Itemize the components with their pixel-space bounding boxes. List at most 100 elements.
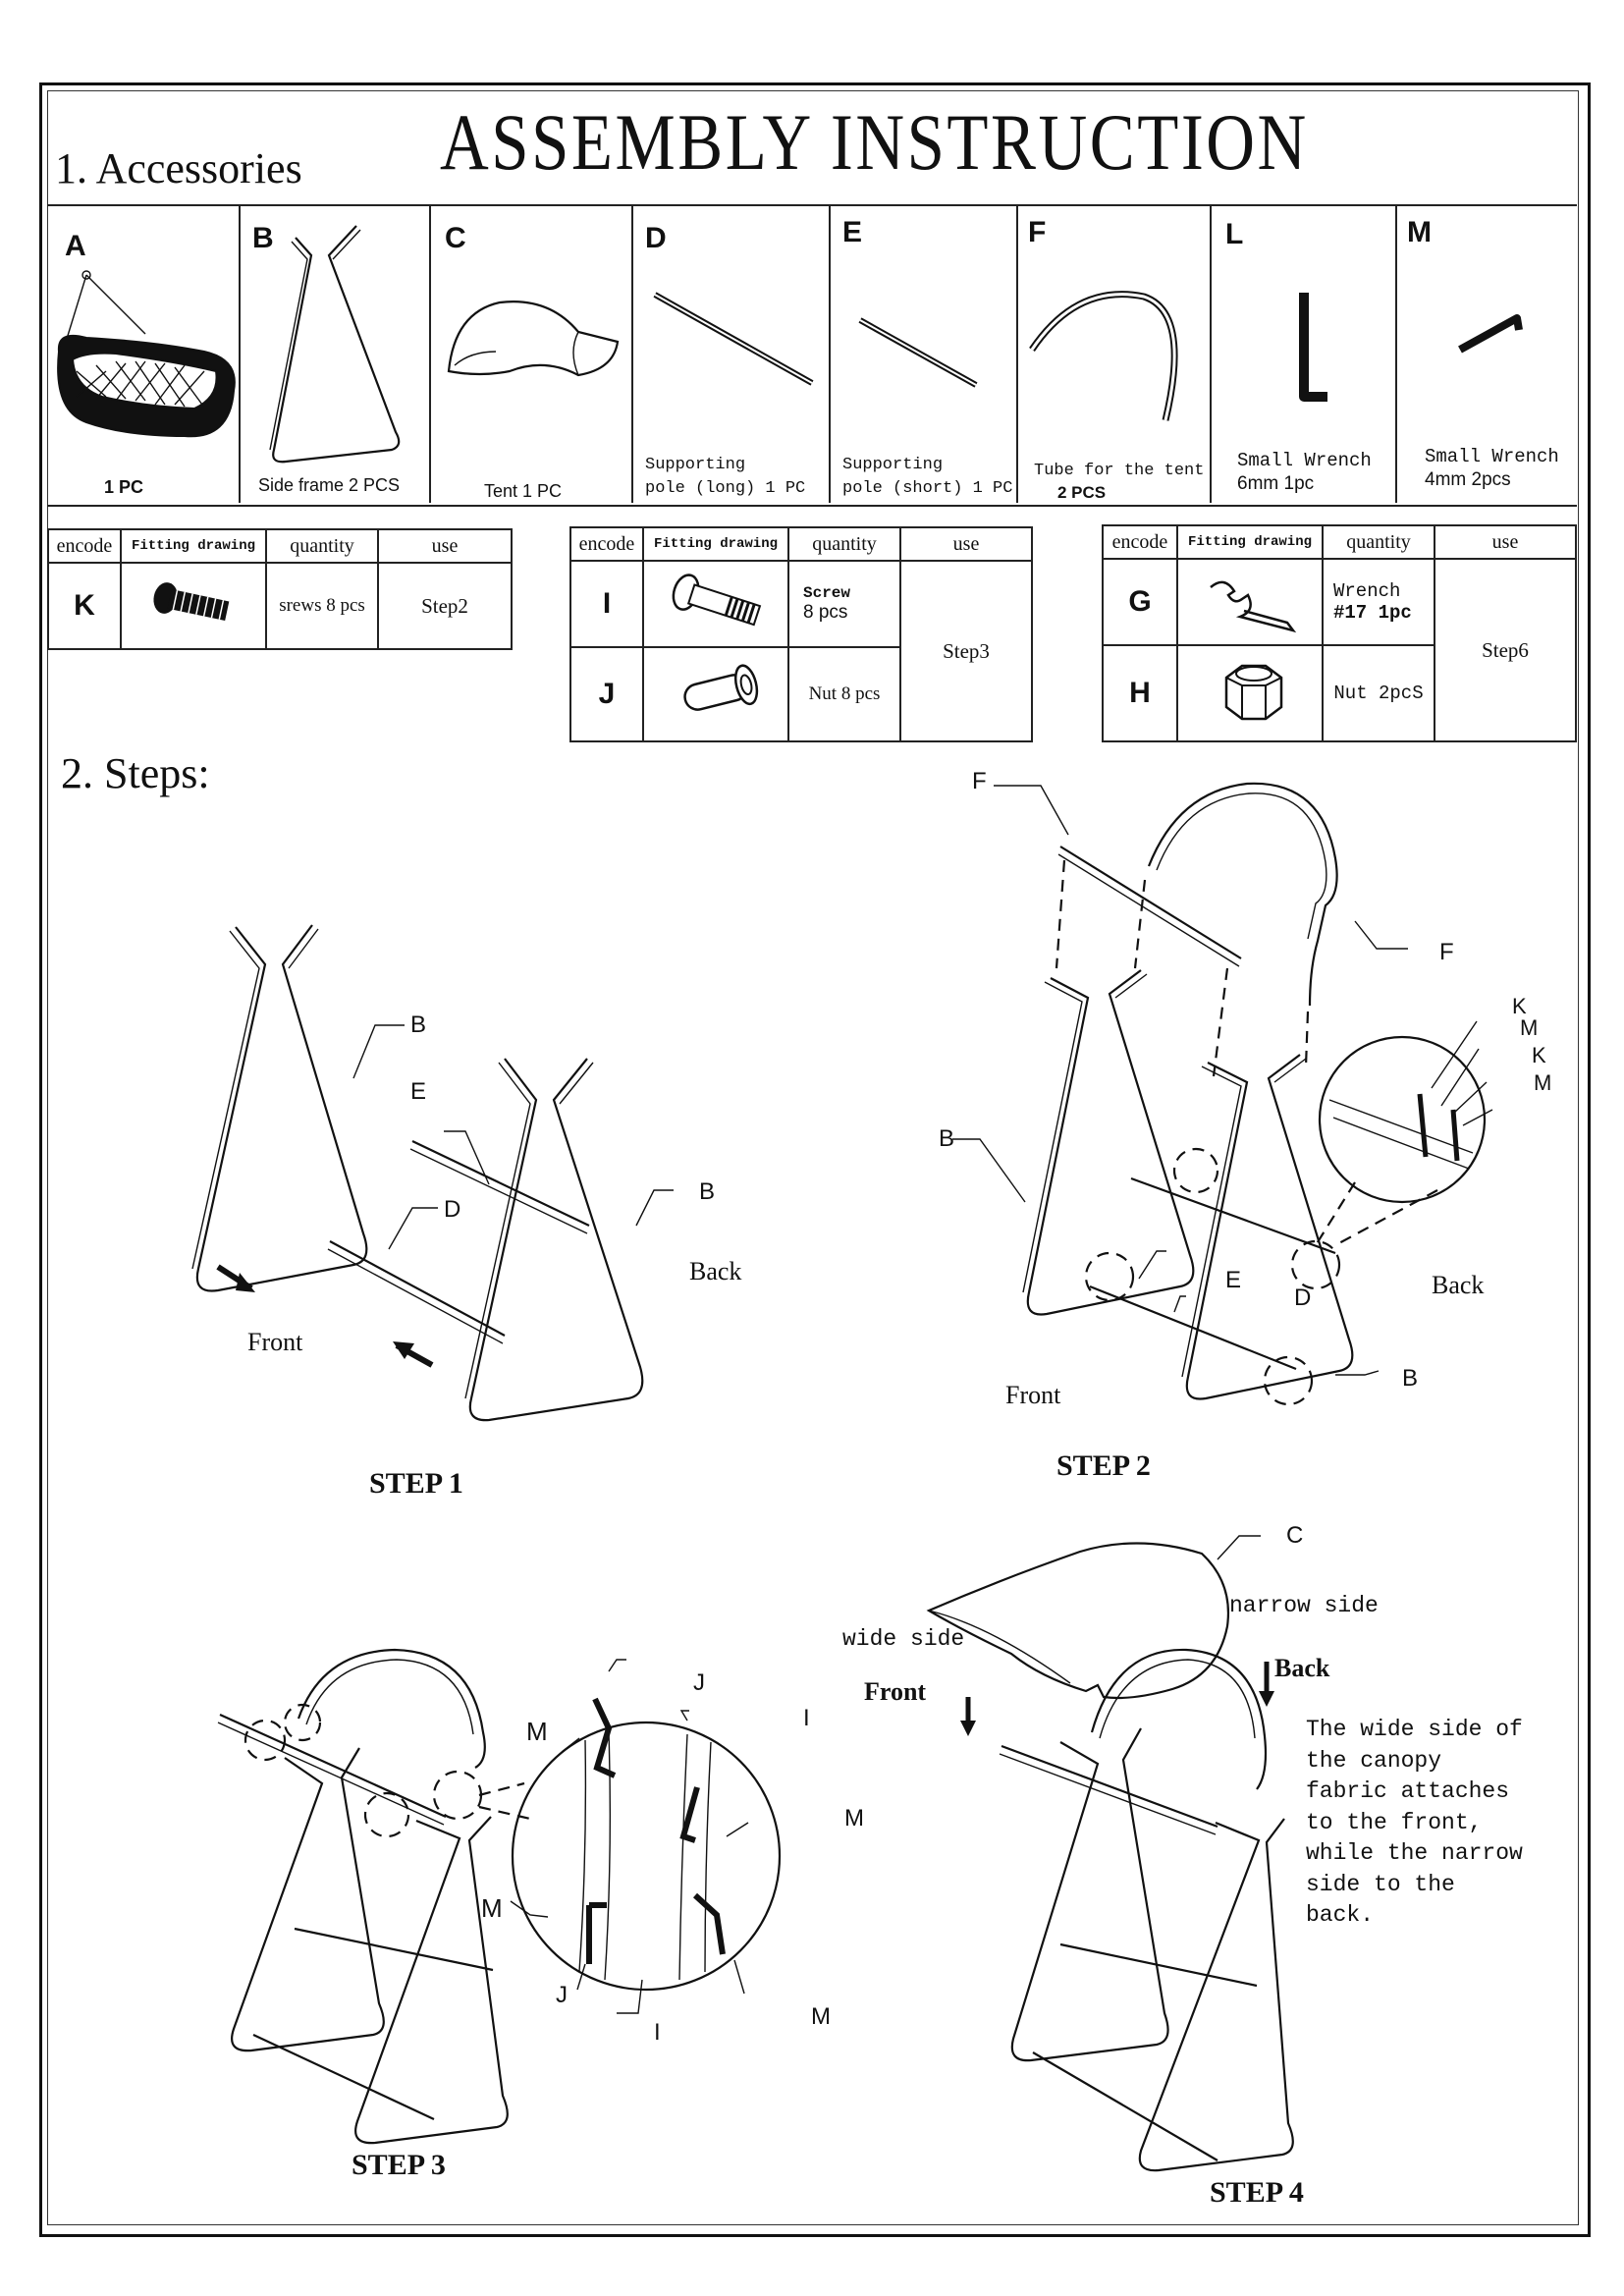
- header-use: use: [377, 528, 513, 564]
- part-letter: A: [65, 230, 86, 262]
- step2-callout: F: [1439, 939, 1454, 965]
- step4-diagram: [926, 1535, 1294, 2172]
- part-caption-line2: 4mm 2pcs: [1425, 469, 1511, 490]
- long-pole-icon: [653, 292, 814, 386]
- step4-back-label: Back: [1274, 1654, 1330, 1682]
- step3-callout: M: [811, 2003, 831, 2030]
- part-f: F Tube for the tent 2 PCS: [1018, 204, 1210, 503]
- step4-note-line: the canopy: [1306, 1747, 1442, 1774]
- bolt-icon: [120, 562, 267, 650]
- tent-tube-icon: [1029, 291, 1178, 421]
- fitting-use: Step6: [1434, 558, 1577, 742]
- part-l: L Small Wrench 6mm 1pc: [1212, 204, 1395, 503]
- part-caption-line1: Supporting: [645, 456, 746, 474]
- header-encode: encode: [1102, 524, 1178, 560]
- parts-divider: [429, 204, 431, 503]
- step4-front-label: Front: [864, 1677, 927, 1706]
- fitting-quantity-line2: #17 1pc: [1333, 602, 1412, 624]
- part-letter: C: [445, 222, 466, 254]
- parts-divider: [829, 204, 831, 503]
- part-letter: E: [842, 216, 863, 248]
- part-letter: M: [1407, 216, 1432, 248]
- fitting-code: J: [569, 646, 644, 742]
- step4-callout-c: C: [1286, 1522, 1304, 1549]
- part-caption: Side frame 2 PCS: [258, 475, 401, 495]
- step1-callout: E: [410, 1078, 427, 1105]
- fitting-code: G: [1102, 558, 1178, 646]
- part-d: D Supporting pole (long) 1 PC: [633, 204, 829, 503]
- step2-callout: M: [1534, 1070, 1552, 1095]
- fitting-use: Step3: [899, 560, 1033, 742]
- part-b: B Side frame 2 PCS: [241, 204, 429, 503]
- step1-front-label: Front: [247, 1328, 303, 1356]
- step4-note-line: back.: [1306, 1902, 1375, 1928]
- header-use: use: [1434, 524, 1577, 560]
- part-caption-line2: 2 PCS: [1057, 483, 1107, 502]
- part-caption-line2: pole (short) 1 PC: [842, 479, 1013, 498]
- parts-divider: [239, 204, 241, 503]
- header-quantity: quantity: [265, 528, 379, 564]
- step4-note: The wide side of the canopy fabric attac…: [1306, 1715, 1523, 1932]
- header-fitting: Fitting drawing: [120, 528, 267, 564]
- accessories-heading: 1. Accessories: [55, 144, 302, 192]
- step1-callout: B: [699, 1178, 716, 1205]
- step2-front-label: Front: [1005, 1381, 1061, 1409]
- part-c: C Tent 1 PC: [431, 204, 631, 503]
- fitting-quantity-line1: Wrench: [1333, 580, 1401, 602]
- step3-callout: M: [844, 1805, 864, 1831]
- step2-callout: B: [939, 1125, 955, 1152]
- step2-callout: K: [1532, 1043, 1546, 1067]
- step1-callout: B: [410, 1011, 427, 1038]
- step2-callout: B: [1402, 1365, 1419, 1392]
- steps-heading: 2. Steps:: [61, 749, 210, 797]
- header-fitting: Fitting drawing: [1176, 524, 1324, 560]
- header-quantity: quantity: [787, 526, 901, 562]
- page-border: [39, 82, 1591, 2237]
- fitting-table-k: encode Fitting drawing quantity use K sr…: [47, 528, 513, 650]
- part-letter: F: [1028, 216, 1047, 248]
- part-caption: 1 PC: [104, 477, 144, 497]
- parts-divider: [1016, 204, 1018, 503]
- step4-title: STEP 4: [1210, 2176, 1304, 2209]
- parts-divider: [1210, 204, 1212, 503]
- fitting-quantity-line1: Screw: [803, 584, 851, 602]
- step4-note-line: fabric attaches: [1306, 1778, 1510, 1804]
- header-quantity: quantity: [1322, 524, 1435, 560]
- part-caption-line2: pole (long) 1 PC: [645, 479, 806, 498]
- part-caption: Tent 1 PC: [484, 481, 563, 501]
- step2-callout: D: [1294, 1285, 1312, 1311]
- step4-note-line: side to the: [1306, 1871, 1455, 1897]
- part-letter: D: [645, 222, 667, 254]
- part-m: M Small Wrench 4mm 2pcs: [1397, 204, 1577, 503]
- part-letter: L: [1225, 218, 1244, 250]
- part-e: E Supporting pole (short) 1 PC: [831, 204, 1016, 503]
- open-wrench-icon: [1176, 558, 1324, 646]
- short-pole-icon: [858, 317, 978, 388]
- step2-title: STEP 2: [1056, 1449, 1151, 1482]
- step4-note-line: The wide side of: [1306, 1717, 1523, 1742]
- step4-wide-side: wide side: [842, 1626, 965, 1652]
- fitting-quantity: Nut 2pcS: [1322, 644, 1435, 742]
- tent-canopy-icon: [447, 301, 620, 377]
- side-frame-icon: [269, 225, 401, 464]
- part-caption-line1: Supporting: [842, 456, 944, 474]
- part-caption-line1: Tube for the tent: [1034, 462, 1205, 480]
- header-encode: encode: [569, 526, 644, 562]
- fitting-code: H: [1102, 644, 1178, 742]
- step3-callout: I: [654, 2019, 661, 2046]
- step2-callout: F: [972, 768, 987, 794]
- step3-diagram: [217, 1648, 782, 2145]
- part-letter: B: [252, 222, 274, 254]
- step3-callout: J: [693, 1669, 705, 1696]
- part-caption-line1: Small Wrench: [1237, 450, 1372, 471]
- page-title: ASSEMBLY INSTRUCTION: [440, 97, 1309, 187]
- step1-callout: D: [444, 1196, 461, 1223]
- step1-diagram: [191, 924, 674, 1422]
- step2-callout: M: [1520, 1015, 1539, 1040]
- hex-nut-icon: [1176, 644, 1324, 742]
- step3-callout: I: [803, 1705, 810, 1731]
- fitting-code: K: [47, 562, 122, 650]
- fitting-quantity-line2: 8 pcs: [803, 602, 848, 623]
- barrel-nut-icon: [642, 646, 789, 742]
- parts-row: [47, 204, 1577, 507]
